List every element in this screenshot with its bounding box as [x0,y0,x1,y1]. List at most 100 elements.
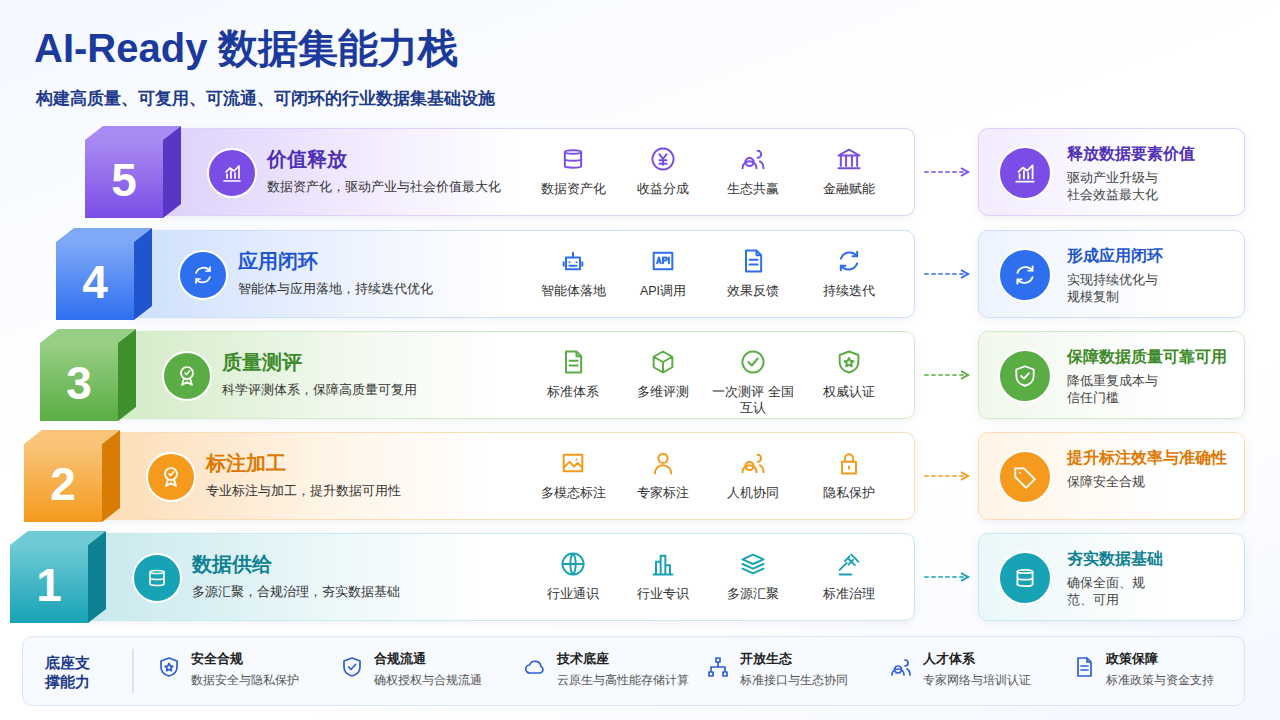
right-box: 夯实数据基础确保全面、规范、可用 [978,533,1245,621]
icon [997,145,1053,201]
item-box: 一次测评 全国互认 [708,332,798,425]
band-box: 质量测评科学评测体系，保障高质量可复用标准体系多维评测一次测评 全国互认权威认证 [110,331,915,419]
right-box: 释放数据要素价值驱动产业升级与社会效益最大化 [978,128,1245,216]
node-heading: 政策保障 [1106,651,1158,668]
cube-box: 1 [10,529,110,633]
node-description: 数据安全与隐私保护 [191,673,299,688]
separator [131,637,141,707]
node-description: 确权授权与合规流通 [374,673,482,688]
icon [997,550,1053,606]
right-box: 保障数据质量可靠可用降低重复成本与信任门槛 [978,331,1245,419]
icon [997,247,1053,303]
icon [559,247,587,275]
node-description: 确保全面、规范、可用 [1067,575,1166,609]
item-box: 标准治理 [804,534,894,622]
node-heading: 技术底座 [557,651,609,668]
node-heading: 效果反馈 [708,283,798,299]
icon [559,550,587,578]
cube-box: 5 [85,124,185,228]
icon [835,145,863,173]
node-heading: 多模态标注 [528,485,618,501]
icon [649,145,677,173]
icon [1072,655,1096,679]
item-box: API调用 [618,231,708,319]
page-title: AI-Ready 数据集能力栈 [34,22,459,74]
node-heading: 持续迭代 [804,283,894,299]
icon [835,550,863,578]
node-description: 降低重复成本与信任门槛 [1067,373,1166,407]
node-description: 多源汇聚，合规治理，夯实数据基础 [192,584,400,601]
icon [706,655,730,679]
icon [559,348,587,376]
icon [739,348,767,376]
icon [835,348,863,376]
node-heading: 价值释放 [267,146,347,172]
cube-box: 3 [40,327,140,431]
icon [177,249,229,301]
node-description: 保障安全合规 [1067,474,1145,491]
item-box: 多源汇聚 [708,534,798,622]
item-box: 专家标注 [618,433,708,521]
band-box: 价值释放数据资产化，驱动产业与社会价值最大化 数据资产化收益分成生态共赢金融赋能 [155,128,915,216]
band-box: 数据供给多源汇聚，合规治理，夯实数据基础行业通识行业专识多源汇聚标准治理 [80,533,915,621]
subtitle: 构建高质量、可复用、可流通、可闭环的行业数据集基础设施 [36,88,495,110]
icon [739,449,767,477]
icon [835,247,863,275]
node-heading: 标注加工 [206,450,286,476]
item-box: 效果反馈 [708,231,798,319]
icon [997,449,1053,505]
node-heading: 多源汇聚 [708,586,798,602]
node-heading: 质量测评 [222,349,302,375]
item-box: 标准体系 [528,332,618,420]
cube-box: 2 [24,428,124,532]
icon [649,348,677,376]
flow-arrow [925,576,968,578]
node-description: 科学评测体系，保障高质量可复用 [222,382,417,399]
node-heading: API调用 [618,283,708,299]
node-heading: 安全合规 [191,651,243,668]
item-box: 金融赋能 [804,129,894,217]
icon [559,449,587,477]
node-description: 数据资产化，驱动产业与社会价值最大化 [267,179,501,196]
node-heading: 收益分成 [618,181,708,197]
node-heading: 应用闭环 [238,248,318,274]
icon [889,655,913,679]
item-box: 生态共赢 [708,129,798,217]
right-box: 提升标注效率与准确性保障安全合规 [978,432,1245,520]
node-heading: 标准治理 [804,586,894,602]
node-heading: 标准体系 [528,384,618,400]
icon [997,348,1053,404]
icon [739,247,767,275]
node-heading: 保障数据质量可靠可用 [1067,347,1227,367]
icon [523,655,547,679]
icon [145,451,197,503]
baseitem-box: 技术底座云原生与高性能存储计算 [517,637,697,707]
node-description: 智能体与应用落地，持续迭代优化 [238,281,433,298]
node-heading: 形成应用闭环 [1067,246,1163,266]
base-box: 底座支撑能力安全合规数据安全与隐私保护合规流通确权授权与合规流通技术底座云原生与… [22,636,1245,706]
node-description: 标准政策与资金支持 [1106,673,1214,688]
node-description: 专家网络与培训认证 [923,673,1031,688]
node-heading: 开放生态 [740,651,792,668]
item-box: 数据资产化 [528,129,618,217]
node-heading: 4 [56,242,134,322]
node-heading: 人机协同 [708,485,798,501]
item-box: 人机协同 [708,433,798,521]
flow-arrow [925,273,968,275]
icon [739,550,767,578]
right-box: 形成应用闭环实现持续优化与规模复制 [978,230,1245,318]
node-heading: 数据资产化 [528,181,618,197]
item-box: 持续迭代 [804,231,894,319]
band-box: 标注加工专业标注与加工，提升数据可用性多模态标注专家标注人机协同隐私保护 [94,432,915,520]
node-heading: 生态共赢 [708,181,798,197]
node-description: 云原生与高性能存储计算 [557,673,689,688]
icon [131,552,183,604]
icon [559,145,587,173]
band-box: 应用闭环智能体与应用落地，持续迭代优化 智能体落地API调用效果反馈持续迭代 [126,230,915,318]
node-heading: 一次测评 全国互认 [708,384,798,417]
flow-arrow [925,374,968,376]
node-heading: 3 [40,343,118,423]
node-heading: 智能体落地 [528,283,618,299]
icon [649,247,677,275]
